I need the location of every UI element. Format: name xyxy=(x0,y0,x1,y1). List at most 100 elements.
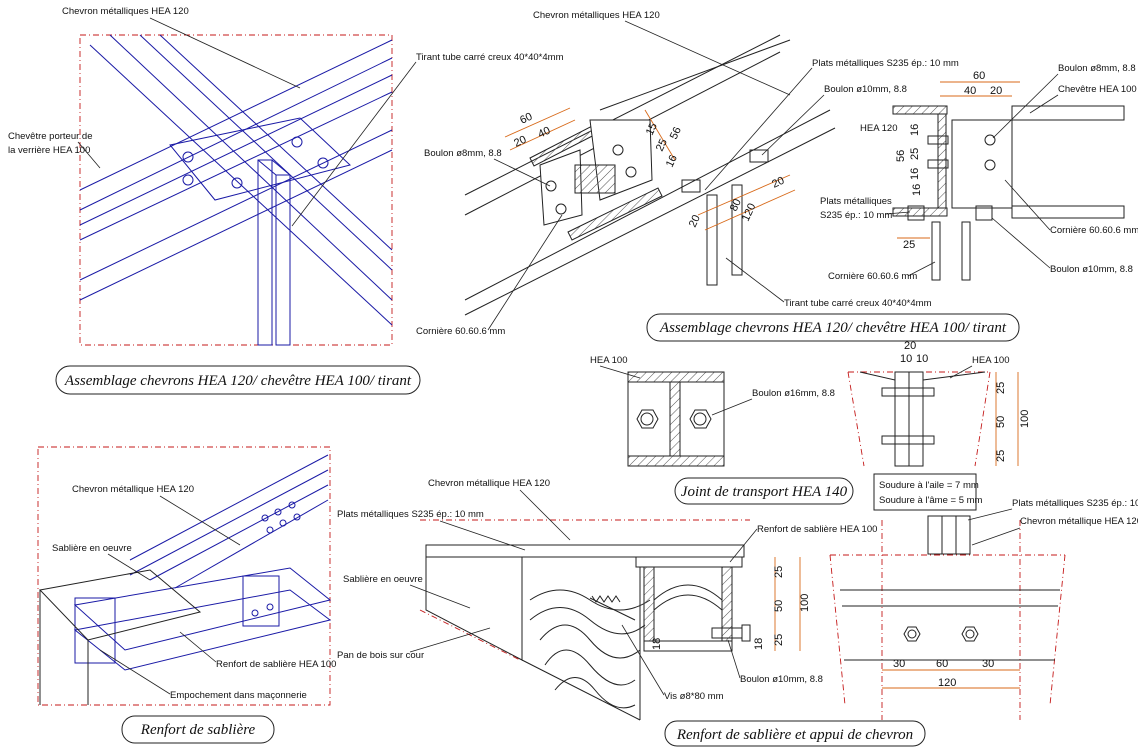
p6-vis-label: Vis ø8*80 mm xyxy=(664,691,724,702)
p2-caption: Assemblage chevrons HEA 120/ chevêtre HE… xyxy=(659,320,1007,336)
p2-dim-20: 20 xyxy=(512,134,528,150)
p3-dim-25b: 25 xyxy=(903,239,915,251)
p3-dim-25a: 25 xyxy=(909,148,921,160)
p1-chevetre-label-1: Chevêtre porteur de xyxy=(8,131,93,142)
p2-dim-20c: 20 xyxy=(770,175,786,191)
soudure-note: Soudure à l'aile = 7 mm Soudure à l'âme … xyxy=(873,473,983,511)
p2-corniere-label: Cornière 60.60.6 mm xyxy=(416,326,505,337)
p2-dim-60: 60 xyxy=(518,111,534,127)
p1-chevron-label: Chevron métalliques HEA 120 xyxy=(62,6,189,17)
p5-members xyxy=(73,454,332,671)
panel-5-sabliere-3d: Chevron métallique HEA 120 Sablière en o… xyxy=(37,446,336,744)
p3-dim-56: 56 xyxy=(895,150,907,162)
p3-plats-label-1: Plats métalliques xyxy=(820,196,892,207)
p3-bottom-flange xyxy=(892,207,948,217)
p7-bolts xyxy=(903,626,979,642)
p2-plats-label: Plats métalliques S235 ép.: 10 mm xyxy=(812,58,959,69)
p2-dim-20b: 20 xyxy=(687,213,703,229)
p3-dim-16b: 16 xyxy=(911,184,923,196)
p7-chevron-label: Chevron métallique HEA 120 xyxy=(1020,516,1138,527)
p4-dim-10a: 10 xyxy=(900,353,912,365)
p4-boulon16-label: Boulon ø16mm, 8.8 xyxy=(752,388,835,399)
p4-dim-25a: 25 xyxy=(995,382,1007,394)
p6-bolt xyxy=(711,624,751,642)
p4-bolts xyxy=(636,409,712,429)
p2-caption-pill xyxy=(646,313,1020,342)
p4-dim-100: 100 xyxy=(1019,410,1031,428)
p4-dim-20: 20 xyxy=(904,340,916,352)
p7-dim-30b: 30 xyxy=(982,658,994,670)
p6-dim-100: 100 xyxy=(799,594,811,612)
p1-caption-pill xyxy=(55,365,421,395)
p2-tirant-label: Tirant tube carré creux 40*40*4mm xyxy=(784,298,932,309)
p6-sabliere-label: Sablière en oeuvre xyxy=(343,574,423,585)
p6-screw xyxy=(589,595,636,621)
p5-caption: Renfort de sablière xyxy=(140,722,256,738)
p4-caption-pill xyxy=(674,477,854,505)
p6-dim-25b: 25 xyxy=(773,634,785,646)
p3-dimension-lines xyxy=(897,81,1020,239)
p6-dimension-lines xyxy=(774,557,801,651)
p3-boulon10-label: Boulon ø10mm, 8.8 xyxy=(1050,264,1133,275)
p3-corniere-label-b: Cornière 60.60.6 mm xyxy=(828,271,917,282)
p3-plats-label-2: S235 ép.: 10 mm xyxy=(820,210,892,221)
panel-1-isometric-assembly: Chevron métalliques HEA 120 Tirant tube … xyxy=(8,6,564,395)
p3-boulon8-label: Boulon ø8mm, 8.8 xyxy=(1058,63,1136,74)
p2-boulon8-label: Boulon ø8mm, 8.8 xyxy=(424,148,502,159)
panel-1-frame xyxy=(79,34,393,346)
p3-bolts xyxy=(907,134,996,281)
panel-4-transport-joint: HEA 100 Boulon ø16mm, 8.8 20 10 10 25 50… xyxy=(590,340,1031,505)
p3-hea120-label: HEA 120 xyxy=(860,123,898,134)
p2-plates xyxy=(529,119,663,241)
p3-angle xyxy=(951,119,1013,209)
p3-dim-20: 20 xyxy=(990,85,1002,97)
p5-sabliere-label: Sablière en oeuvre xyxy=(52,543,132,554)
p3-top-flange xyxy=(892,105,948,115)
p3-dim-40: 40 xyxy=(964,85,976,97)
p6-caption-pill xyxy=(664,720,926,747)
p5-chevron-label: Chevron métallique HEA 120 xyxy=(72,484,194,495)
p2-dim-16: 16 xyxy=(664,153,680,169)
soudure-line-1: Soudure à l'aile = 7 mm xyxy=(879,480,979,491)
p1-chevetre-label-2: la verrière HEA 100 xyxy=(8,145,90,156)
p5-bolts xyxy=(251,501,301,617)
p7-plats-label: Plats métalliques S235 ép.: 10 mm xyxy=(1012,498,1138,509)
p7-dim-60: 60 xyxy=(936,658,948,670)
p6-dim-25: 25 xyxy=(773,566,785,578)
p4-hea100-label-b: HEA 100 xyxy=(972,355,1010,366)
p1-caption: Assemblage chevrons HEA 120/ chevêtre HE… xyxy=(64,373,412,389)
p4-caption: Joint de transport HEA 140 xyxy=(681,484,848,500)
p7-dim-30a: 30 xyxy=(893,658,905,670)
p2-dim-40: 40 xyxy=(536,125,552,141)
p5-caption-pill xyxy=(121,715,275,744)
p6-dim-18a: 18 xyxy=(651,638,663,650)
p2-dim-56: 56 xyxy=(668,125,684,141)
p2-chevron-label: Chevron métalliques HEA 120 xyxy=(533,10,660,21)
p6-renfort-label: Renfort de sablière HEA 100 xyxy=(757,524,877,535)
panel-6-sabliere-section: 25 50 25 100 18 18 Chevron métallique HE… xyxy=(337,478,926,747)
p3-corniere-label-a: Cornière 60.60.6 mm xyxy=(1050,225,1138,236)
panel-2-joint-detail: 60 20 40 15 25 16 56 20 80 120 20 Chevro… xyxy=(416,10,1020,342)
p6-pan-label: Pan de bois sur cour xyxy=(337,650,424,661)
soudure-line-2: Soudure à l'âme = 5 mm xyxy=(879,495,983,506)
p2-boulon10-label: Boulon ø10mm, 8.8 xyxy=(824,84,907,95)
p2-dim-80: 80 xyxy=(728,197,744,213)
p4-dim-25b: 25 xyxy=(995,450,1007,462)
p6-dim-18b: 18 xyxy=(753,638,765,650)
p6-hea100-section xyxy=(635,556,743,652)
p2-bolts xyxy=(545,144,769,215)
p6-boulon10-label: Boulon ø10mm, 8.8 xyxy=(740,674,823,685)
p2-dim-15: 15 xyxy=(644,121,660,137)
p3-dim-16a: 16 xyxy=(909,124,921,136)
p2-dimension-lines xyxy=(504,107,796,231)
p3-chevetre-label: Chevêtre HEA 100 xyxy=(1058,84,1137,95)
p6-outline xyxy=(425,544,745,721)
p4-hea100-label-a: HEA 100 xyxy=(590,355,628,366)
p3-dim-60: 60 xyxy=(973,70,985,82)
p6-dim-50: 50 xyxy=(773,600,785,612)
p6-plats-label: Plats métalliques S235 ép.: 10 mm xyxy=(337,509,484,520)
panel-7-elevation: 30 60 30 120 Plats métalliques S235 ép.:… xyxy=(829,498,1138,720)
p3-dim-16c: 16 xyxy=(909,168,921,180)
